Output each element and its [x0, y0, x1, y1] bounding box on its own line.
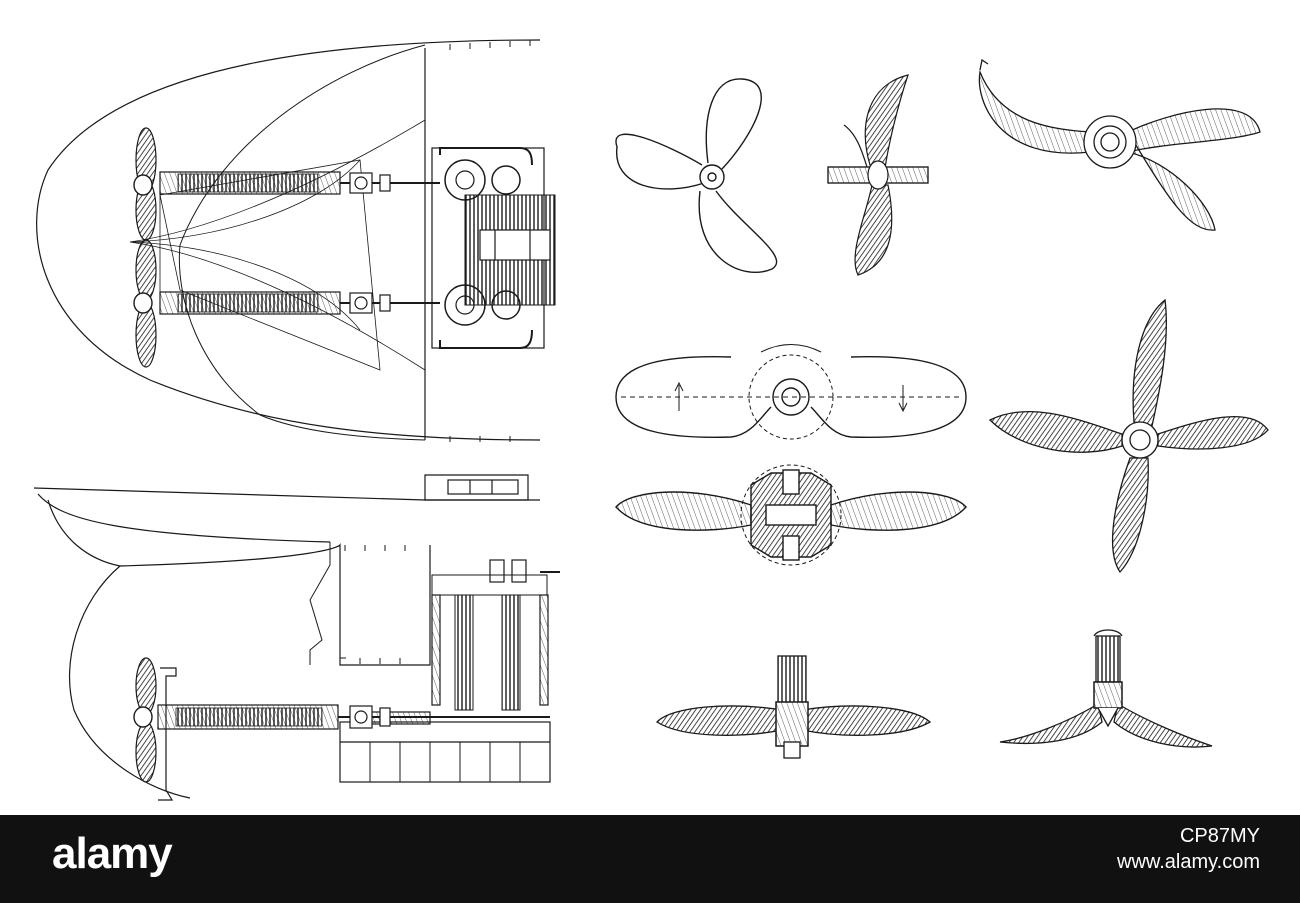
alamy-logo: alamy: [52, 829, 173, 878]
propeller-side-view-on-shaft: [827, 74, 929, 276]
stock-image-id: CP87MY www.alamy.com: [1117, 823, 1260, 875]
twin-screw-stern-plan: [36, 39, 556, 442]
propeller-on-shaft-edge-view: [655, 655, 932, 759]
two-blade-propeller-plan: [615, 344, 967, 440]
image-id-text: CP87MY: [1179, 825, 1260, 847]
propeller-on-shaft-swept-blades: [999, 629, 1213, 748]
four-blade-propeller: [988, 298, 1269, 574]
three-blade-propeller-outline: [615, 78, 778, 273]
two-blade-propeller-perspective: [978, 58, 1261, 231]
two-blade-propeller-section: [615, 464, 967, 566]
engraving-plate: [33, 39, 1269, 801]
single-screw-stern-elevation: [33, 474, 560, 801]
stock-watermark-banner: alamy CP87MY www.alamy.com: [0, 815, 1300, 903]
stock-url-text: www.alamy.com: [1117, 851, 1260, 873]
